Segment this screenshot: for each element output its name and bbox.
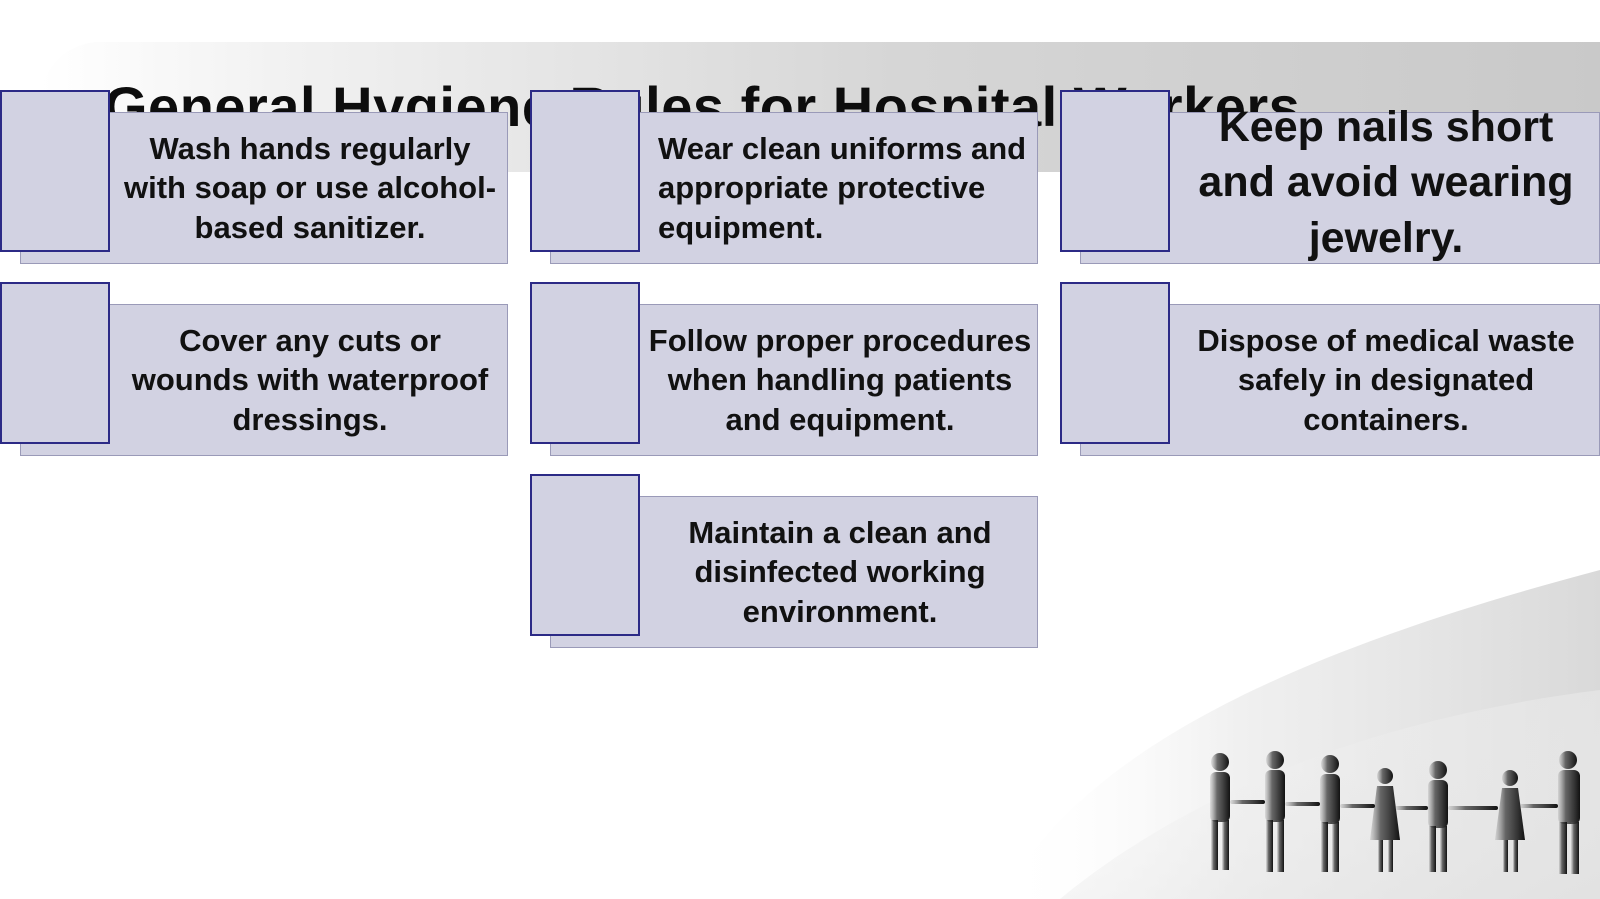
card-tab xyxy=(1060,282,1170,444)
card-text: Keep nails short and avoid wearing jewel… xyxy=(1198,103,1574,262)
card-text: Maintain a clean and disinfected working… xyxy=(688,514,992,629)
hygiene-rule-card: Wear clean uniforms and appropriate prot… xyxy=(530,90,1050,270)
card-text: Wear clean uniforms and appropriate prot… xyxy=(658,130,1027,245)
card-tab xyxy=(530,90,640,252)
card-text: Dispose of medical waste safely in desig… xyxy=(1197,322,1575,437)
card-tab xyxy=(0,282,110,444)
card-tab xyxy=(530,282,640,444)
card-text: Wash hands regularly with soap or use al… xyxy=(123,130,497,245)
hygiene-rule-card: Dispose of medical waste safely in desig… xyxy=(1060,282,1600,462)
card-text: Follow proper procedures when handling p… xyxy=(648,322,1032,437)
card-tab xyxy=(530,474,640,636)
hygiene-rule-card: Cover any cuts or wounds with waterproof… xyxy=(0,282,520,462)
card-tab xyxy=(0,90,110,252)
people-silhouette-image xyxy=(1210,751,1580,874)
card-tab xyxy=(1060,90,1170,252)
hygiene-rule-card: Follow proper procedures when handling p… xyxy=(530,282,1050,462)
hygiene-rule-card: Wash hands regularly with soap or use al… xyxy=(0,90,520,270)
card-text: Cover any cuts or wounds with waterproof… xyxy=(131,322,489,437)
hygiene-rule-card: Maintain a clean and disinfected working… xyxy=(530,474,1050,654)
hygiene-rule-card: Keep nails short and avoid wearing jewel… xyxy=(1060,90,1600,270)
